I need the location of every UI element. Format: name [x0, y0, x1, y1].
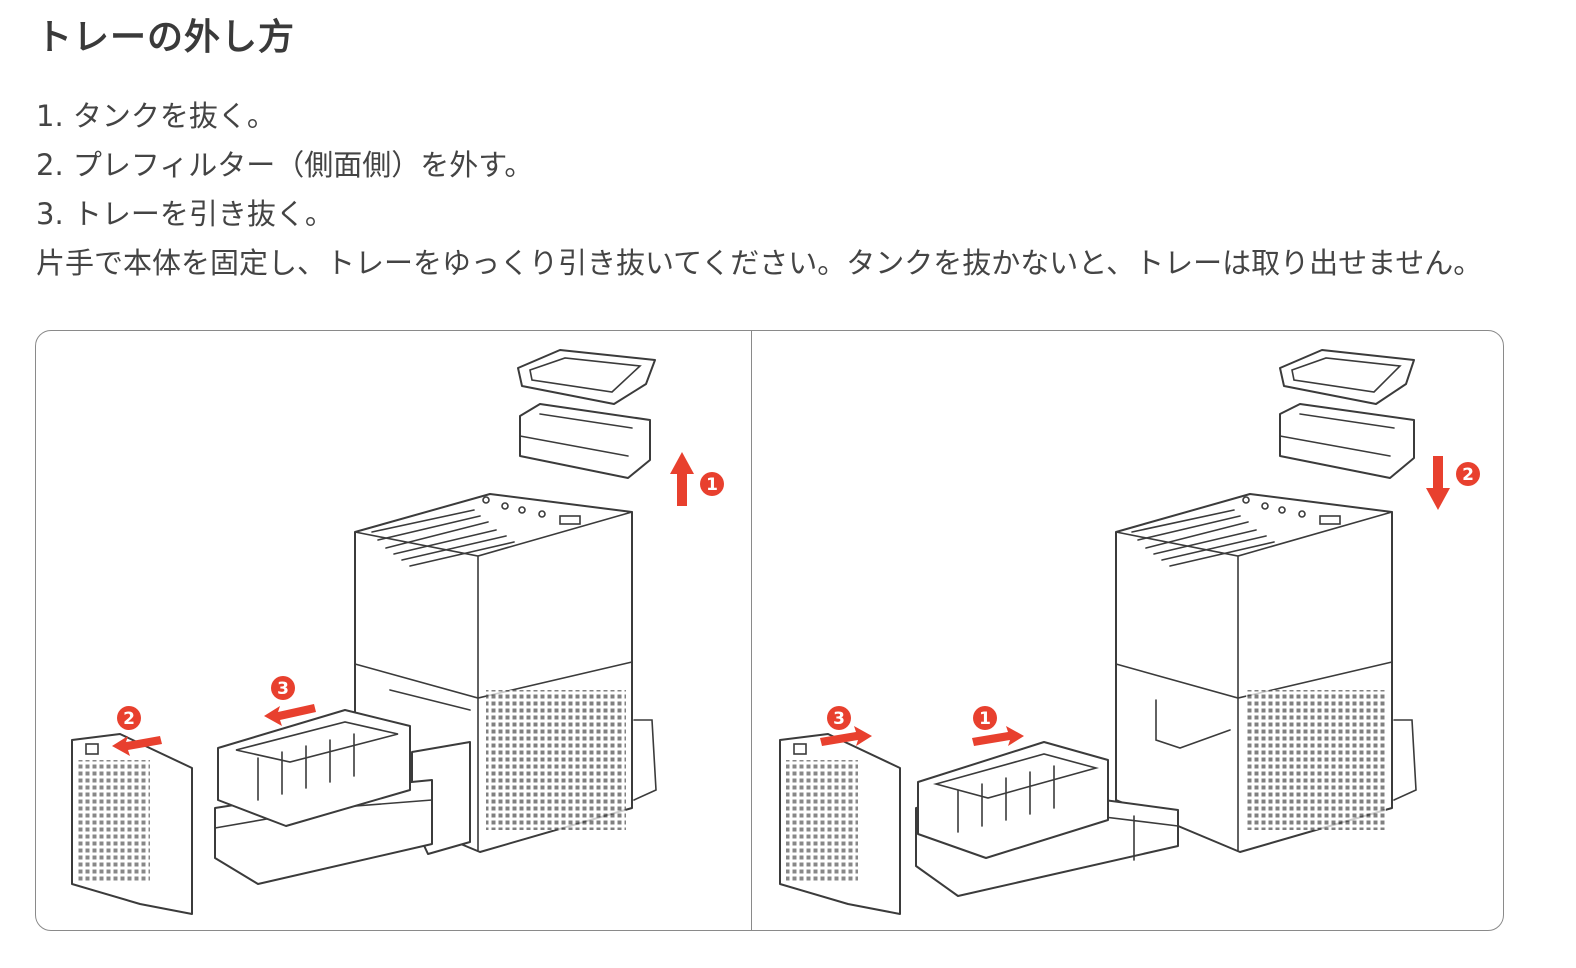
figure-left-tray-removal: 1 2 3	[71, 349, 724, 915]
step-2: 2. プレフィルター（側面側）を外す。	[36, 148, 534, 182]
badge-3-right: 3	[827, 706, 851, 730]
panel-divider	[751, 331, 752, 930]
tank-left	[519, 403, 651, 479]
svg-text:2: 2	[1462, 465, 1474, 485]
grille-right	[1246, 690, 1386, 830]
step-3: 3. トレーを引き抜く。	[36, 197, 334, 231]
tank-right	[1279, 403, 1415, 479]
tank-lid-right	[1279, 349, 1415, 405]
badge-1-left: 1	[700, 472, 724, 496]
arrow-up-icon	[670, 452, 694, 506]
arrow-right-icon	[820, 726, 872, 746]
svg-text:1: 1	[706, 475, 718, 495]
svg-text:3: 3	[833, 709, 845, 729]
water-basin-left	[217, 709, 411, 827]
step-note: 片手で本体を固定し、トレーをゆっくり引き抜いてください。タンクを抜かないと、トレ…	[36, 246, 1483, 280]
badge-2-right: 2	[1456, 462, 1480, 486]
arrow-down-icon	[1426, 456, 1450, 510]
page-title: トレーの外し方	[36, 17, 296, 58]
step-1: 1. タンクを抜く。	[36, 99, 276, 133]
tank-lid-left	[517, 349, 656, 405]
badge-2-left: 2	[117, 706, 141, 730]
grille-left	[486, 690, 626, 830]
figure-right-tray-install: 2 3 1	[779, 349, 1480, 915]
badge-1-right: 1	[973, 706, 997, 730]
water-basin-right	[917, 741, 1109, 859]
arrow-right-icon	[972, 726, 1024, 746]
svg-text:1: 1	[979, 709, 991, 729]
arrow-left-icon	[112, 736, 162, 756]
svg-text:2: 2	[123, 709, 135, 729]
instruction-list: 1. タンクを抜く。 2. プレフィルター（側面側）を外す。 3. トレーを引き…	[36, 92, 1482, 288]
svg-text:3: 3	[277, 679, 289, 699]
badge-3-left: 3	[271, 676, 295, 700]
arrow-left-icon	[264, 704, 316, 726]
